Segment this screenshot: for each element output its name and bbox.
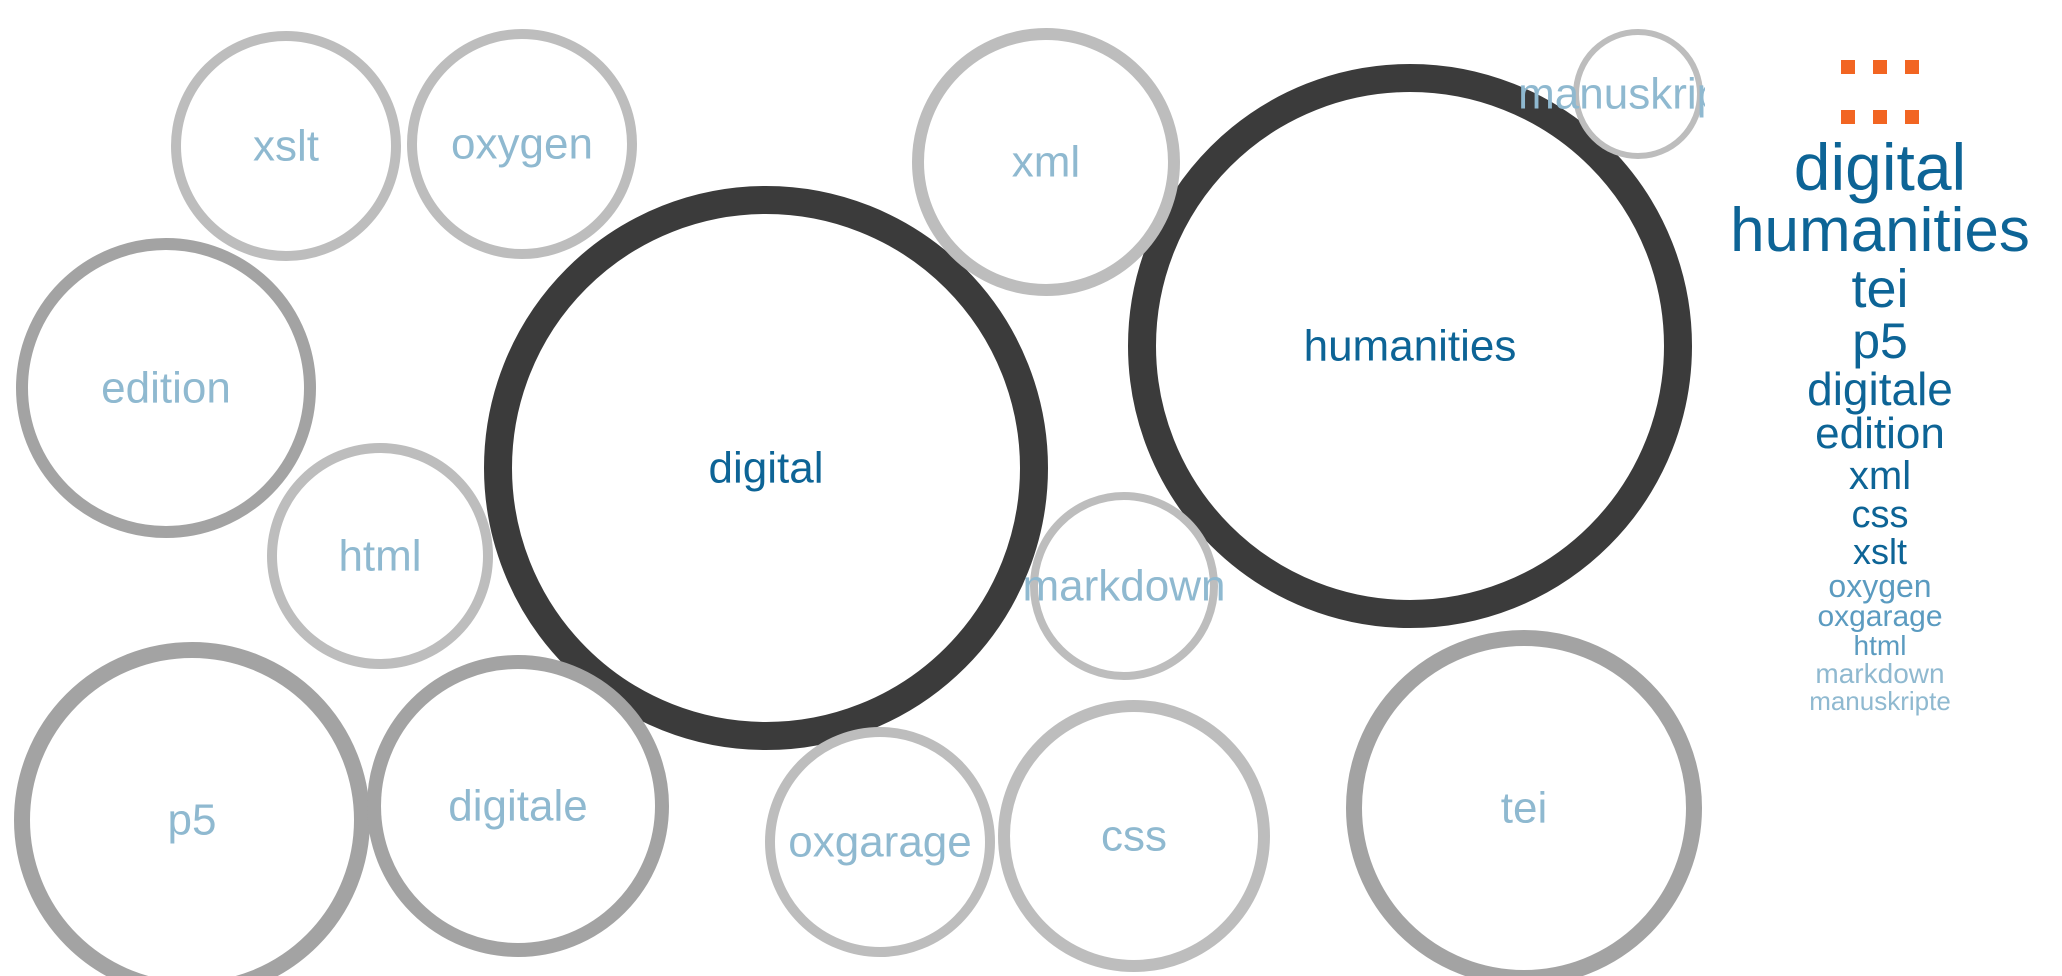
word-list-item[interactable]: tei [1851,259,1909,319]
bubble-oxygen[interactable]: oxygen [407,29,637,259]
bubble-circle[interactable] [367,655,669,957]
bubble-xml[interactable]: xml [912,28,1180,296]
bubble-circle[interactable] [912,28,1180,296]
bubble-edition[interactable]: edition [16,238,316,538]
bubble-circle[interactable] [14,642,370,976]
bubble-circle[interactable] [998,700,1270,972]
bubble-label: tei [1501,784,1547,833]
word-list-item[interactable]: markdown [1815,658,1945,689]
bubble-label: html [338,532,421,581]
bubble-label: css [1101,812,1167,861]
bubble-p5[interactable]: p5 [14,642,370,976]
bubble-digital[interactable]: digital [484,186,1048,750]
bubble-circle[interactable] [171,31,401,261]
word-list-item[interactable]: css [1851,494,1909,536]
bubble-label: manuskripte [1518,70,1758,119]
bubble-circle[interactable] [407,29,637,259]
word-list-item[interactable]: digital [1793,130,1967,204]
bubble-digitale[interactable]: digitale [367,655,669,957]
bubble-circle[interactable] [1128,64,1692,628]
bubble-label: oxygen [451,120,593,169]
bubble-css[interactable]: css [998,700,1270,972]
bubble-manuskripte[interactable]: manuskripte [1518,29,1758,159]
bubble-oxgarage[interactable]: oxgarage [765,727,995,957]
bubble-label: digital [709,444,824,493]
bubble-tei[interactable]: tei [1346,630,1702,976]
bubble-label: oxgarage [788,818,971,867]
word-list-item[interactable]: html [1853,630,1907,661]
bubble-label: humanities [1304,322,1517,371]
menu-dots-icon[interactable] [1700,60,2060,74]
word-list-item[interactable]: oxgarage [1817,600,1943,633]
bubble-label: p5 [168,796,217,845]
word-list-item[interactable]: humanities [1730,196,2030,265]
bubble-circle[interactable] [765,727,995,957]
bubble-circle[interactable] [16,238,316,538]
word-list-item[interactable]: digitale [1807,363,1953,415]
bubble-circle[interactable] [1346,630,1702,976]
bubble-label: xml [1012,138,1080,187]
menu-dots-icon[interactable] [1700,110,2060,124]
bubble-label: markdown [1023,562,1226,611]
bubble-xslt[interactable]: xslt [171,31,401,261]
bubble-circle[interactable] [1030,492,1218,680]
word-list-item[interactable]: p5 [1852,313,1908,369]
bubble-markdown[interactable]: markdown [1023,492,1226,680]
bubble-humanities[interactable]: humanities [1128,64,1692,628]
word-list-item[interactable]: edition [1815,409,1945,458]
bubble-html[interactable]: html [267,443,493,669]
word-list-item[interactable]: oxygen [1828,568,1932,604]
word-list-item[interactable]: xml [1848,454,1912,498]
bubble-label: digitale [448,782,587,831]
word-list-item[interactable]: manuskripte [1809,686,1951,716]
bubble-circle[interactable] [484,186,1048,750]
bubble-label: edition [101,364,231,413]
bubble-circle[interactable] [267,443,493,669]
bubble-label: xslt [253,122,319,171]
word-list-item[interactable]: xslt [1853,531,1907,572]
bubble-circle[interactable] [1573,29,1703,159]
